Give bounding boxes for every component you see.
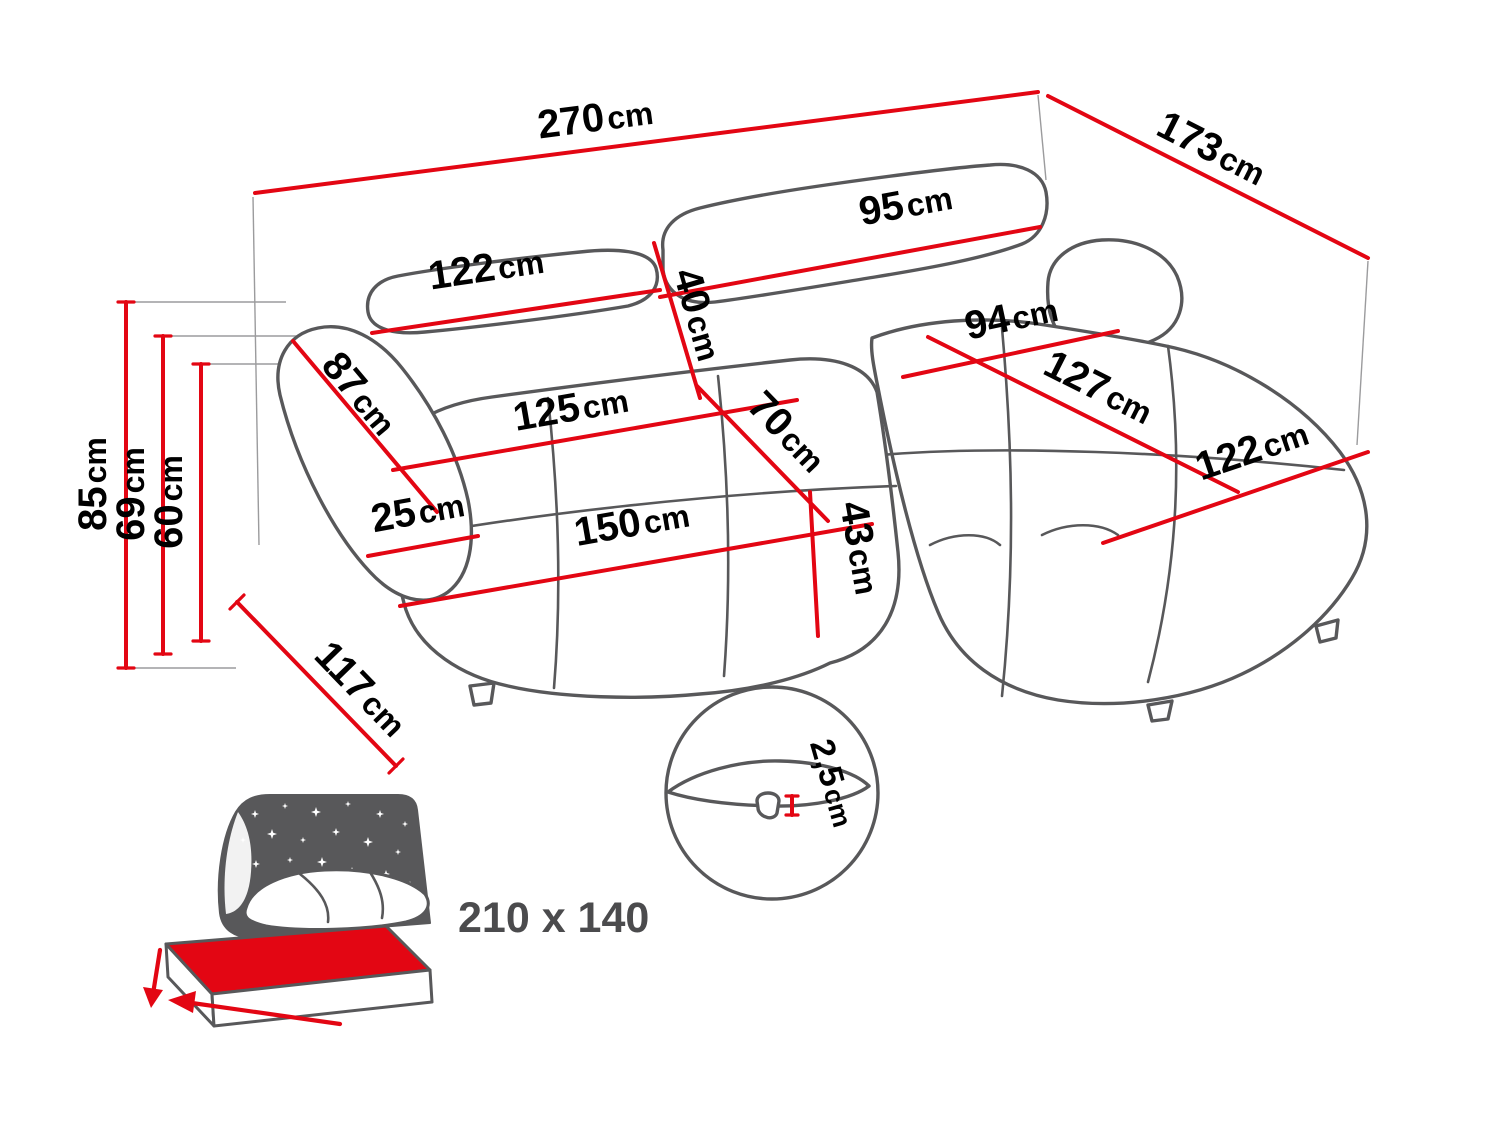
dim-back-cushion-left-label: 122cm [425,238,546,299]
sofa-armrest-left [276,325,474,602]
sofa-seat [388,357,901,699]
dim-total-width: 270cm [253,89,1040,195]
unfold-arrow [168,991,343,1027]
dim-height-total-label: 85cm [71,437,115,531]
sofa-chaise [869,318,1369,706]
duvet-fold [368,870,385,920]
dim-back-cushion-left: 122cm [370,238,662,335]
sofa-back-cushion-left [365,248,659,335]
dim-tick [387,757,405,775]
dim-line [1046,94,1370,260]
dim-seat-height-label: 43cm [831,498,891,598]
dim-base-depth: 117cm [228,593,412,775]
seat-seam [546,396,560,690]
dim-back-cushion-right-label: 95cm [856,174,956,234]
dim-height-total: 85cm [71,300,136,670]
dim-seat-height: 43cm [808,490,891,638]
dim-seat-cushion-width: 125cm [391,377,799,472]
chaise-tuft-curve [928,534,1002,547]
dim-line [658,225,1042,299]
dim-seat-cushion-width-label: 125cm [510,377,632,440]
sleeping-area-size: 210 x 140 [458,894,649,942]
dim-tick [228,593,246,611]
dim-armrest-length: 87cm [291,339,439,514]
dim-seat-cushion-depth: 70cm [695,383,831,523]
dim-total-depth: 173cm [1046,94,1370,260]
sofa-leg [1146,699,1174,723]
unfold-arrow [143,947,163,1008]
dim-line [291,339,439,514]
dim-back-cushion-right: 95cm [658,174,1042,299]
dim-line [391,398,799,472]
dim-height-backrest-label: 69cm [109,447,153,541]
chaise-tuft-curve [1040,523,1120,537]
dim-line [652,241,702,400]
leg-detail [755,791,781,820]
dim-line [926,335,1240,494]
leg-detail-magnifier: 2,5cm [664,685,880,901]
dim-line [808,490,820,638]
chaise-seam [879,449,1346,472]
dim-line [901,329,1120,379]
chaise-seam [1146,344,1178,684]
dim-line [235,600,398,768]
duvet-fold [298,872,330,924]
headboard-highlight [224,812,252,914]
dim-height-armrest-label: 60cm [147,455,191,549]
sofa-leg [468,681,496,707]
extension-lines [120,94,1369,669]
dim-line [370,288,662,335]
base-edge-detail [666,759,871,808]
dim-height-armrest: 60cm [147,362,211,643]
dim-line [253,90,1040,195]
dimensions: 270cm 173cm 122cm 95cm 40cm 94cm 127cm [71,89,1370,775]
sofa-drawing [276,162,1369,723]
dim-chaise-back-width: 94cm [901,292,1120,379]
dim-line [398,522,874,608]
dim-total-width-label: 270cm [535,89,656,148]
dim-armrest-width: 25cm [366,481,480,558]
dim-line [1101,450,1370,545]
dim-height-backrest: 69cm [109,334,173,656]
chaise-seam [1000,326,1013,698]
sofa-back-cushion-right [660,162,1049,305]
sofa-bed-icon [143,794,434,1028]
dim-line [695,384,830,523]
sofa-leg [1314,618,1340,644]
dim-line [366,534,480,558]
dim-armrest-width-label: 25cm [368,481,468,541]
